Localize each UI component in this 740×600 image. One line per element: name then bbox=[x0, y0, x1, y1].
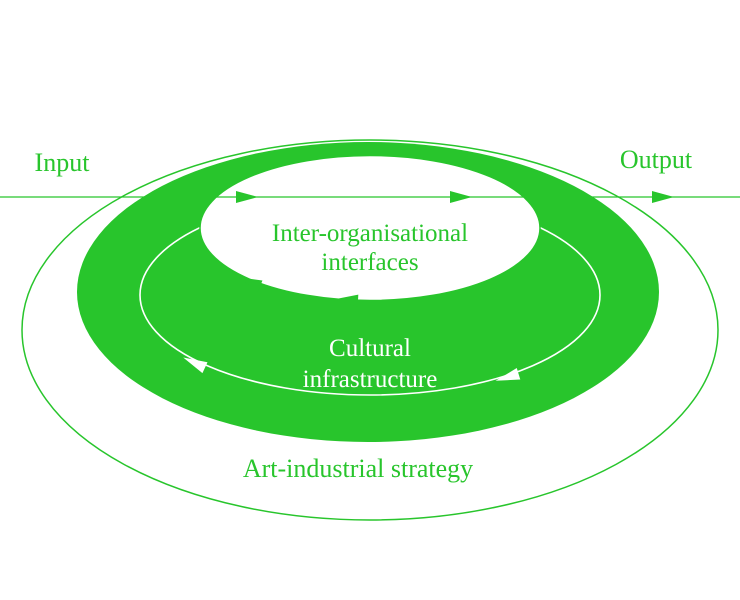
output-label: Output bbox=[620, 145, 693, 174]
inner-label-line1: Inter-organisational bbox=[272, 220, 468, 247]
outer-label: Art-industrial strategy bbox=[243, 454, 473, 483]
inner-arrow-left bbox=[237, 277, 263, 292]
ring-arrow-left bbox=[183, 357, 208, 374]
ring-arrow-right bbox=[495, 368, 521, 381]
band-label-line1: Cultural bbox=[329, 335, 411, 362]
flow-arrow-output bbox=[652, 191, 674, 203]
flow-arrow-inner-left bbox=[236, 191, 258, 203]
inner-interfaces-ellipse bbox=[199, 154, 541, 302]
flow-arrow-inner-right bbox=[450, 191, 472, 203]
inner-label-line2: interfaces bbox=[321, 249, 418, 276]
inner-arrow-bottom bbox=[334, 294, 359, 307]
band-label-line2: infrastructure bbox=[303, 366, 438, 393]
input-label: Input bbox=[35, 148, 91, 177]
